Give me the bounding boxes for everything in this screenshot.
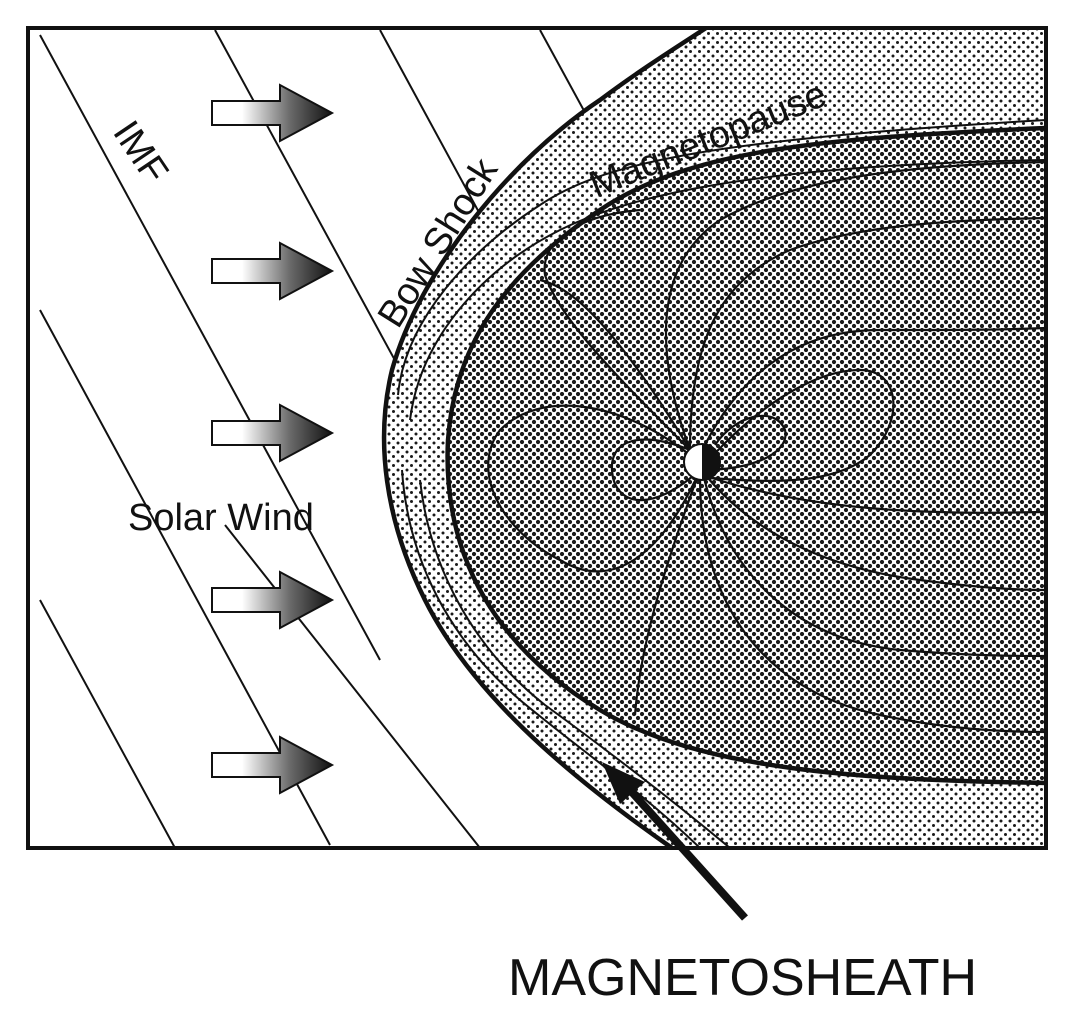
earth-dipole-icon bbox=[683, 443, 721, 481]
magnetosphere-field-lines bbox=[487, 160, 1046, 734]
diagram-frame-border bbox=[26, 26, 1048, 850]
solar-wind-arrow-icon bbox=[211, 83, 335, 143]
solar-wind-arrow-icon bbox=[211, 403, 335, 463]
solar-wind-arrow-icon bbox=[211, 570, 335, 630]
solar-wind-arrow-icon bbox=[211, 241, 335, 301]
magnetopause-line bbox=[445, 125, 1046, 786]
pointer-arrow-icon bbox=[602, 762, 748, 921]
magnetosheath-label: MAGNETOSHEATH bbox=[508, 949, 977, 1007]
magnetosheath-flow-lines bbox=[397, 119, 1046, 848]
solar-wind-arrows bbox=[211, 83, 335, 795]
solar-wind-arrow-icon bbox=[211, 735, 335, 795]
bow-shock-line bbox=[381, 28, 708, 848]
solar-wind-label: Solar Wind bbox=[128, 497, 314, 539]
magnetosphere-region bbox=[447, 128, 1046, 783]
